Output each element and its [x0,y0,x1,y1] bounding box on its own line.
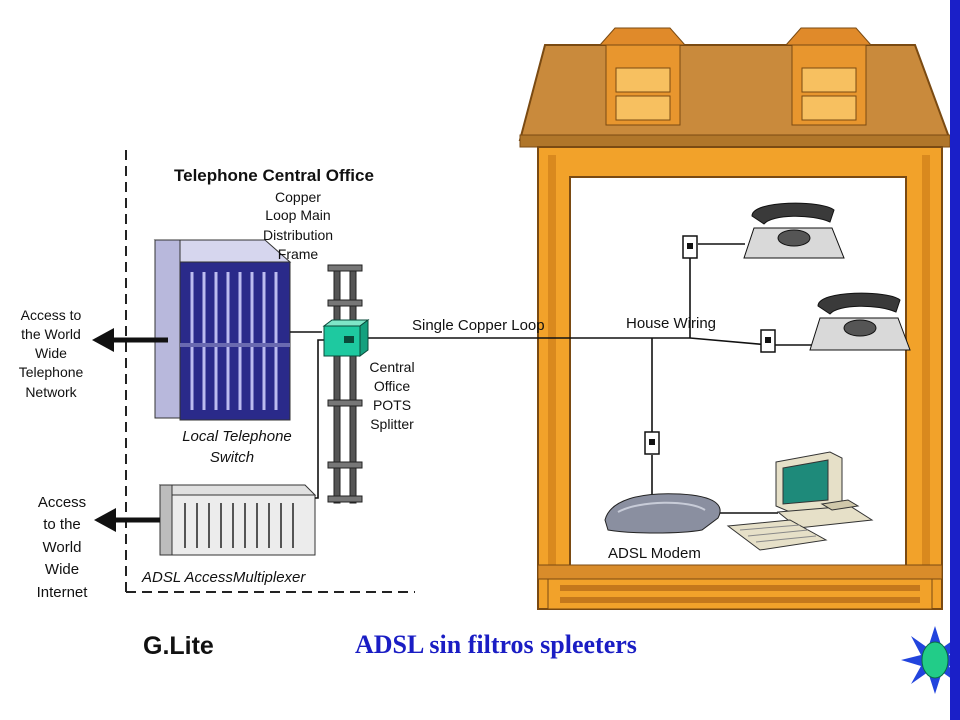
telephone-icon [809,292,911,351]
glite-label: G.Lite [143,632,214,660]
telephone-access-label: Access to the World Wide Telephone Netwo… [19,307,84,400]
internet-access-label: Access to the World Wide Internet [37,494,89,601]
svg-text:Switch: Switch [210,449,254,466]
modem-icon [604,493,721,534]
svg-text:Wide: Wide [45,561,79,578]
telephone-icon [743,202,845,259]
wall-jack-icon [760,329,776,353]
wall-jack-icon [644,431,660,455]
wall-jack-icon [682,235,698,259]
arrow-internet [94,508,160,532]
svg-text:the World: the World [21,326,81,342]
slide-caption: ADSL sin filtros spleeters [355,630,637,659]
svg-text:Telephone: Telephone [19,364,84,380]
svg-text:World: World [43,539,82,556]
svg-text:Access: Access [38,494,86,511]
svg-text:Distribution: Distribution [263,227,333,243]
svg-text:Central: Central [369,359,414,375]
pots-splitter [322,319,370,357]
arrow-telephone-network [92,328,168,352]
local-telephone-switch [153,239,292,421]
main-distribution-frame [327,264,363,504]
svg-text:POTS: POTS [373,397,411,413]
adsl-access-multiplexer [158,484,317,556]
modem-label: ADSL Modem [608,545,701,562]
svg-text:Copper: Copper [275,189,321,205]
svg-text:Splitter: Splitter [370,416,414,432]
svg-text:Frame: Frame [278,246,319,262]
dormer-right [784,27,873,126]
mdf-label: Copper Loop Main Distribution Frame [263,189,333,262]
svg-text:Office: Office [374,378,411,394]
central-office-title: Telephone Central Office [174,166,374,185]
svg-text:Loop Main: Loop Main [265,207,330,223]
star-icon [901,626,960,694]
svg-text:Access to: Access to [21,307,82,323]
wiring [290,243,812,514]
loop-label: Single Copper Loop [412,317,545,334]
splitter-label: Central Office POTS Splitter [369,359,414,432]
svg-text:Wide: Wide [35,345,67,361]
computer-icon [726,451,874,551]
dormer-left [598,27,687,126]
svg-text:Internet: Internet [37,584,89,601]
dslam-label: ADSL AccessMultiplexer [141,569,306,586]
svg-text:Network: Network [25,384,77,400]
accent-bar [950,0,960,720]
svg-text:Local Telephone: Local Telephone [182,428,292,445]
switch-label: Local Telephone Switch [182,428,292,466]
house-wiring-label: House Wiring [626,315,716,332]
svg-text:to the: to the [43,516,81,533]
